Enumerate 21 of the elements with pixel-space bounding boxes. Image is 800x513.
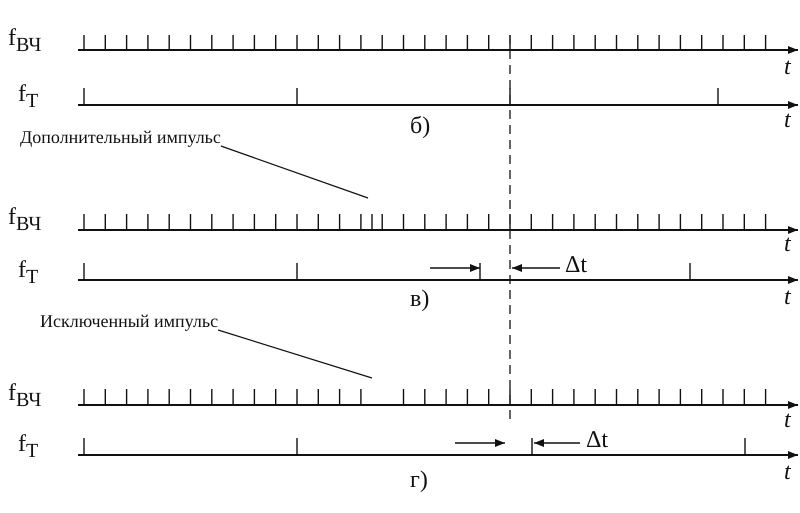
time-label: t (784, 55, 791, 79)
signal-label: f$_{ВЧ}$ (8, 205, 42, 234)
panel-label: в) (410, 287, 430, 311)
time-label: t (784, 460, 791, 484)
panel-label: г) (410, 468, 428, 492)
time-label: t (784, 285, 791, 309)
callout-text: Дополнительный импульс (20, 128, 221, 146)
signal-label: f$_{ВЧ}$ (8, 26, 42, 55)
interval-label: Δt (565, 253, 588, 277)
signal-label: f$_{Т}$ (18, 432, 38, 461)
callout-text: Исключенный импульс (40, 312, 218, 330)
interval-label: Δt (586, 428, 608, 452)
time-label: t (784, 232, 791, 256)
time-label: t (784, 108, 791, 132)
panel-label: б) (410, 114, 430, 138)
leader-line (218, 329, 372, 379)
signal-label: f$_{Т}$ (18, 258, 38, 287)
signal-label: f$_{ВЧ}$ (8, 381, 42, 410)
time-label: t (784, 408, 791, 432)
signal-label: f$_{Т}$ (18, 82, 38, 111)
leader-line (220, 145, 368, 199)
